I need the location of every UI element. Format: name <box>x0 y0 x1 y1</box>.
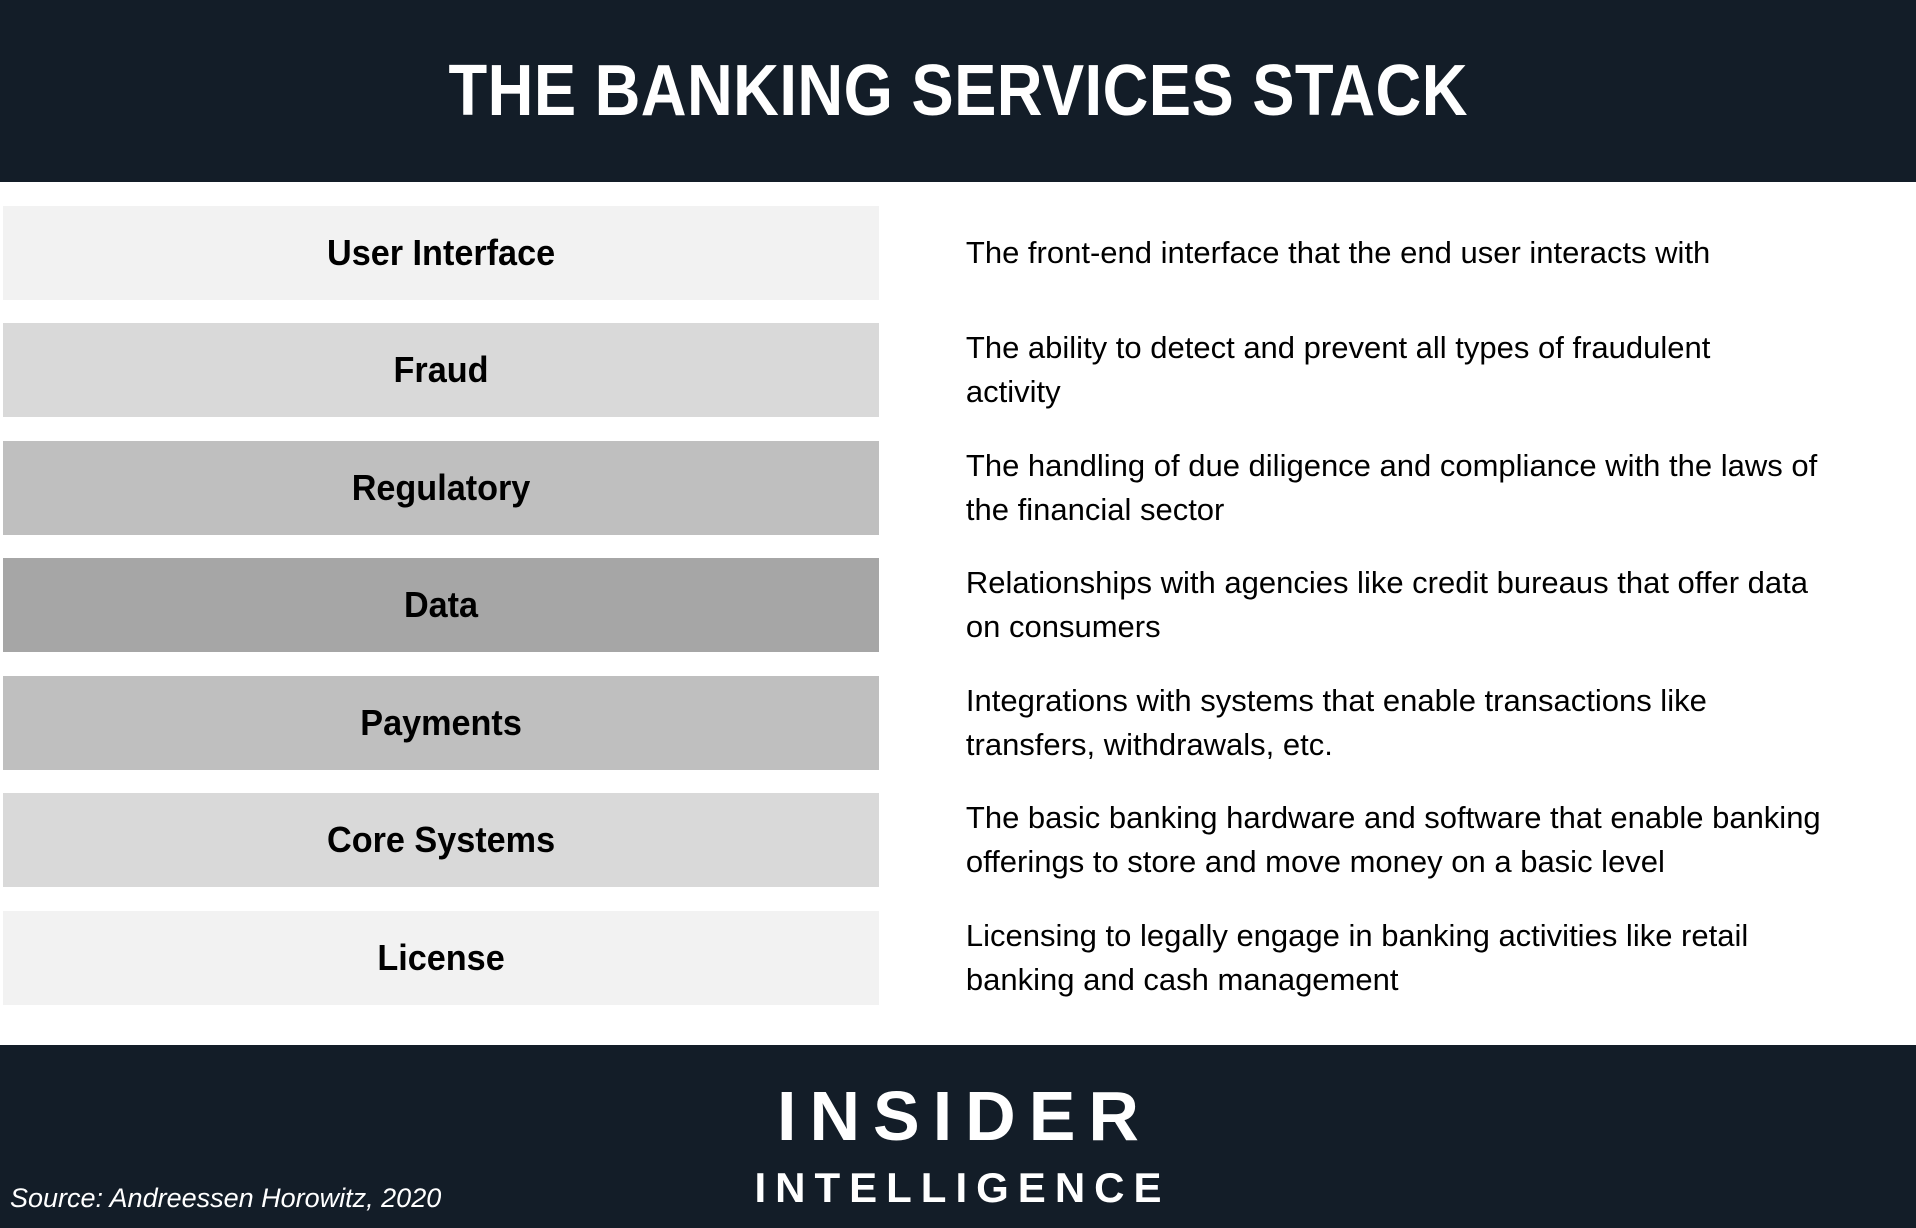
row-description: The front-end interface that the end use… <box>965 234 1711 270</box>
row-description: Relationships with agencies like credit … <box>965 565 1808 644</box>
stack-bar-data: Data <box>3 558 879 652</box>
bar-label: Regulatory <box>351 466 531 508</box>
header-band: THE BANKING SERVICES STACK <box>0 0 1916 182</box>
stack-rows: User Interface The front-end interface t… <box>0 205 1916 1005</box>
row-description: The ability to detect and prevent all ty… <box>965 330 1711 409</box>
bar-label: License <box>377 936 505 978</box>
row-description: The basic banking hardware and software … <box>965 800 1821 879</box>
page-title: THE BANKING SERVICES STACK <box>448 51 1468 131</box>
row-description: Integrations with systems that enable tr… <box>965 682 1707 762</box>
stack-bar-fraud: Fraud <box>3 323 879 417</box>
stack-row-data: Data Relationships with agencies like cr… <box>0 558 1916 652</box>
bar-label: Core Systems <box>326 819 555 860</box>
stack-row-payments: Payments Integrations with systems that … <box>0 675 1916 770</box>
stack-bar-license: License <box>3 910 879 1005</box>
footer-band: INSIDER INTELLIGENCE Source: Andreessen … <box>0 1045 1916 1228</box>
stack-row-fraud: Fraud The ability to detect and prevent … <box>0 323 1916 417</box>
row-description: Licensing to legally engage in banking a… <box>965 917 1749 997</box>
stack-bar-regulatory: Regulatory <box>3 440 879 535</box>
stack-row-license: License Licensing to legally engage in b… <box>0 910 1916 1005</box>
brand-intelligence: INTELLIGENCE <box>754 1164 1171 1211</box>
brand-insider: INSIDER <box>777 1077 1152 1155</box>
stack-row-regulatory: Regulatory The handling of due diligence… <box>0 440 1916 535</box>
insider-intelligence-logo: INSIDER INTELLIGENCE <box>0 1081 1916 1209</box>
stack-row-user-interface: User Interface The front-end interface t… <box>0 205 1916 300</box>
stack-bar-user-interface: User Interface <box>3 205 879 300</box>
bar-label: Fraud <box>393 349 489 390</box>
stack-bar-core-systems: Core Systems <box>3 793 879 887</box>
stack-bar-payments: Payments <box>3 675 879 770</box>
bar-label: Data <box>403 584 479 625</box>
source-caption: Source: Andreessen Horowitz, 2020 <box>10 1183 442 1213</box>
stack-row-core-systems: Core Systems The basic banking hardware … <box>0 793 1916 887</box>
row-description: The handling of due diligence and compli… <box>965 447 1818 527</box>
bar-label: User Interface <box>326 231 555 273</box>
bar-label: Payments <box>360 701 522 743</box>
